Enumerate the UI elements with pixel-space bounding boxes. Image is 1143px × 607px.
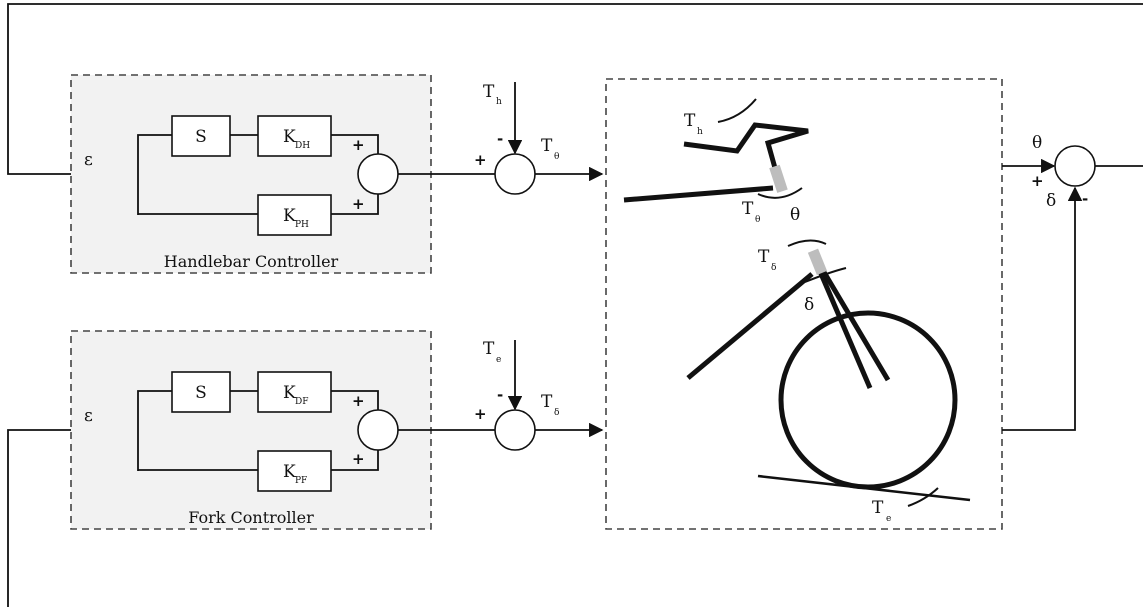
final-theta-label: θ xyxy=(1032,133,1042,153)
final-delta-label: δ xyxy=(1046,191,1056,211)
handlebar-branch xyxy=(137,134,172,215)
final-minus: - xyxy=(1082,190,1088,208)
handlebar-kp-to-sum xyxy=(331,194,379,215)
th-rotation-arrow xyxy=(717,98,757,123)
handlebar-kp-block xyxy=(257,194,332,236)
te-label: T xyxy=(483,339,495,359)
output-sum-junction xyxy=(1054,145,1096,187)
fork-kp-to-sum xyxy=(331,450,379,471)
te-sum-plus: + xyxy=(474,405,487,423)
fork-kp-block xyxy=(257,450,332,492)
fork-branch xyxy=(137,390,172,471)
handlebar-kd-block xyxy=(257,115,332,157)
fork-s-block xyxy=(171,371,231,413)
handlebar-kd-sub: DH xyxy=(295,141,310,151)
handlebar-input-epsilon: ε xyxy=(84,150,93,170)
final-plus: + xyxy=(1031,172,1044,190)
plant-t-delta-sub: δ xyxy=(771,263,776,273)
delta-rotation-arrow xyxy=(804,267,847,283)
fork-sum-plus-bottom: + xyxy=(352,450,365,468)
fork-input-epsilon: ε xyxy=(84,406,93,426)
fork-kd-label: K xyxy=(283,383,296,403)
th-label: T xyxy=(483,82,495,102)
fork-sum-plus-top: + xyxy=(352,392,365,410)
fork-caption: Fork Controller xyxy=(188,508,314,527)
t-delta-rotation-arrow xyxy=(787,239,827,247)
fork-kd-block xyxy=(257,371,332,413)
plant-te-label: T xyxy=(872,498,884,518)
fork-kp-label: K xyxy=(283,462,296,482)
plant-te-sub: e xyxy=(886,514,891,524)
fork-s-label: S xyxy=(195,383,207,403)
th-sub: h xyxy=(496,97,502,107)
t-delta-label: T xyxy=(541,392,553,412)
handlebar-caption: Handlebar Controller xyxy=(164,252,339,271)
plant-delta-label: δ xyxy=(804,295,814,315)
handlebar-kp-sub: PH xyxy=(295,220,309,230)
delta-output-arrow xyxy=(1002,186,1083,431)
fork-kd-sub: DF xyxy=(295,397,308,407)
plant-t-theta-label: T xyxy=(742,199,754,219)
t-theta-sub: θ xyxy=(554,152,559,162)
fork-wheel-illustration xyxy=(686,239,971,507)
plant-theta-label: θ xyxy=(790,205,800,225)
th-minus: - xyxy=(497,130,503,148)
handlebar-sum-plus-top: + xyxy=(352,136,365,154)
plant-th-label: T xyxy=(684,111,696,131)
plant-t-delta-label: T xyxy=(758,247,770,267)
te-sum-junction xyxy=(494,409,536,451)
te-rotation-arrow xyxy=(907,487,939,507)
t-delta-sub: δ xyxy=(554,408,559,418)
fork-kp-sub: PF xyxy=(295,476,307,486)
plant-t-theta-sub: θ xyxy=(755,215,760,225)
plant-th-sub: h xyxy=(697,127,703,137)
handlebar-illustration xyxy=(623,98,809,203)
th-sum-junction xyxy=(494,153,536,195)
fork-sum-junction xyxy=(357,409,399,451)
te-sub: e xyxy=(496,355,501,365)
handlebar-sum-junction xyxy=(357,153,399,195)
handlebar-sum-plus-bottom: + xyxy=(352,195,365,213)
feedback-loop-top xyxy=(7,3,1143,182)
handlebar-s-label: S xyxy=(195,127,207,147)
t-theta-label: T xyxy=(541,136,553,156)
handlebar-s-block xyxy=(171,115,231,157)
th-sum-plus: + xyxy=(474,151,487,169)
te-minus: - xyxy=(497,386,503,404)
handlebar-kd-to-sum xyxy=(331,134,379,155)
handlebar-kp-label: K xyxy=(283,206,296,226)
fork-kd-to-sum xyxy=(331,390,379,411)
handlebar-kd-label: K xyxy=(283,127,296,147)
t-theta-rotation-arrow xyxy=(757,187,803,199)
